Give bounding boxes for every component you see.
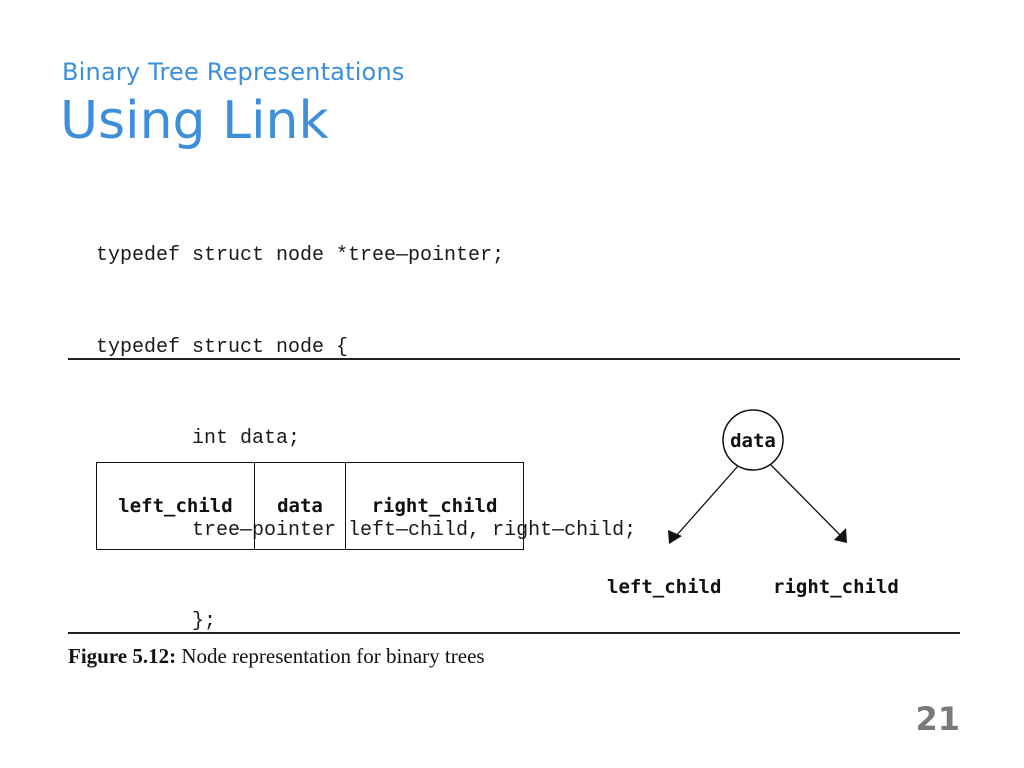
right-arrowhead [834,528,847,543]
figure-caption: Figure 5.12: Node representation for bin… [68,644,485,669]
code-line: typedef struct node *tree—pointer; [96,244,505,267]
field-right-child: right_child [371,495,498,517]
left-arrowhead [668,530,682,544]
code-block: typedef struct node *tree—pointer; typed… [96,180,636,699]
right-edge [770,464,842,537]
slide-subtitle: Binary Tree Representations [62,58,405,86]
divider-top [68,358,960,360]
left-edge [675,465,739,537]
right-child-label: right_child [773,576,899,598]
root-node-circle [722,409,784,471]
page-number: 21 [915,700,960,738]
root-node-label: data [730,430,776,452]
node-record-box: left_child data right_child [96,462,524,550]
code-line: typedef struct node { [96,335,349,359]
code-line: }; [96,610,217,633]
left-child-label: left_child [607,576,721,598]
code-line: int data; [96,427,301,450]
caption-label: Figure 5.12: [68,644,177,668]
figure-image: typedef struct node *tree—pointer; typed… [56,168,974,686]
field-left-child: left_child [97,463,255,549]
code-line: tree—pointer left—child, right—child; [96,518,637,542]
field-data: data [255,463,346,549]
caption-text: Node representation for binary trees [181,644,485,668]
tree-diagram: data left_child right_child [607,409,899,598]
divider-bottom [68,632,960,634]
slide-title: Using Link [60,91,329,151]
